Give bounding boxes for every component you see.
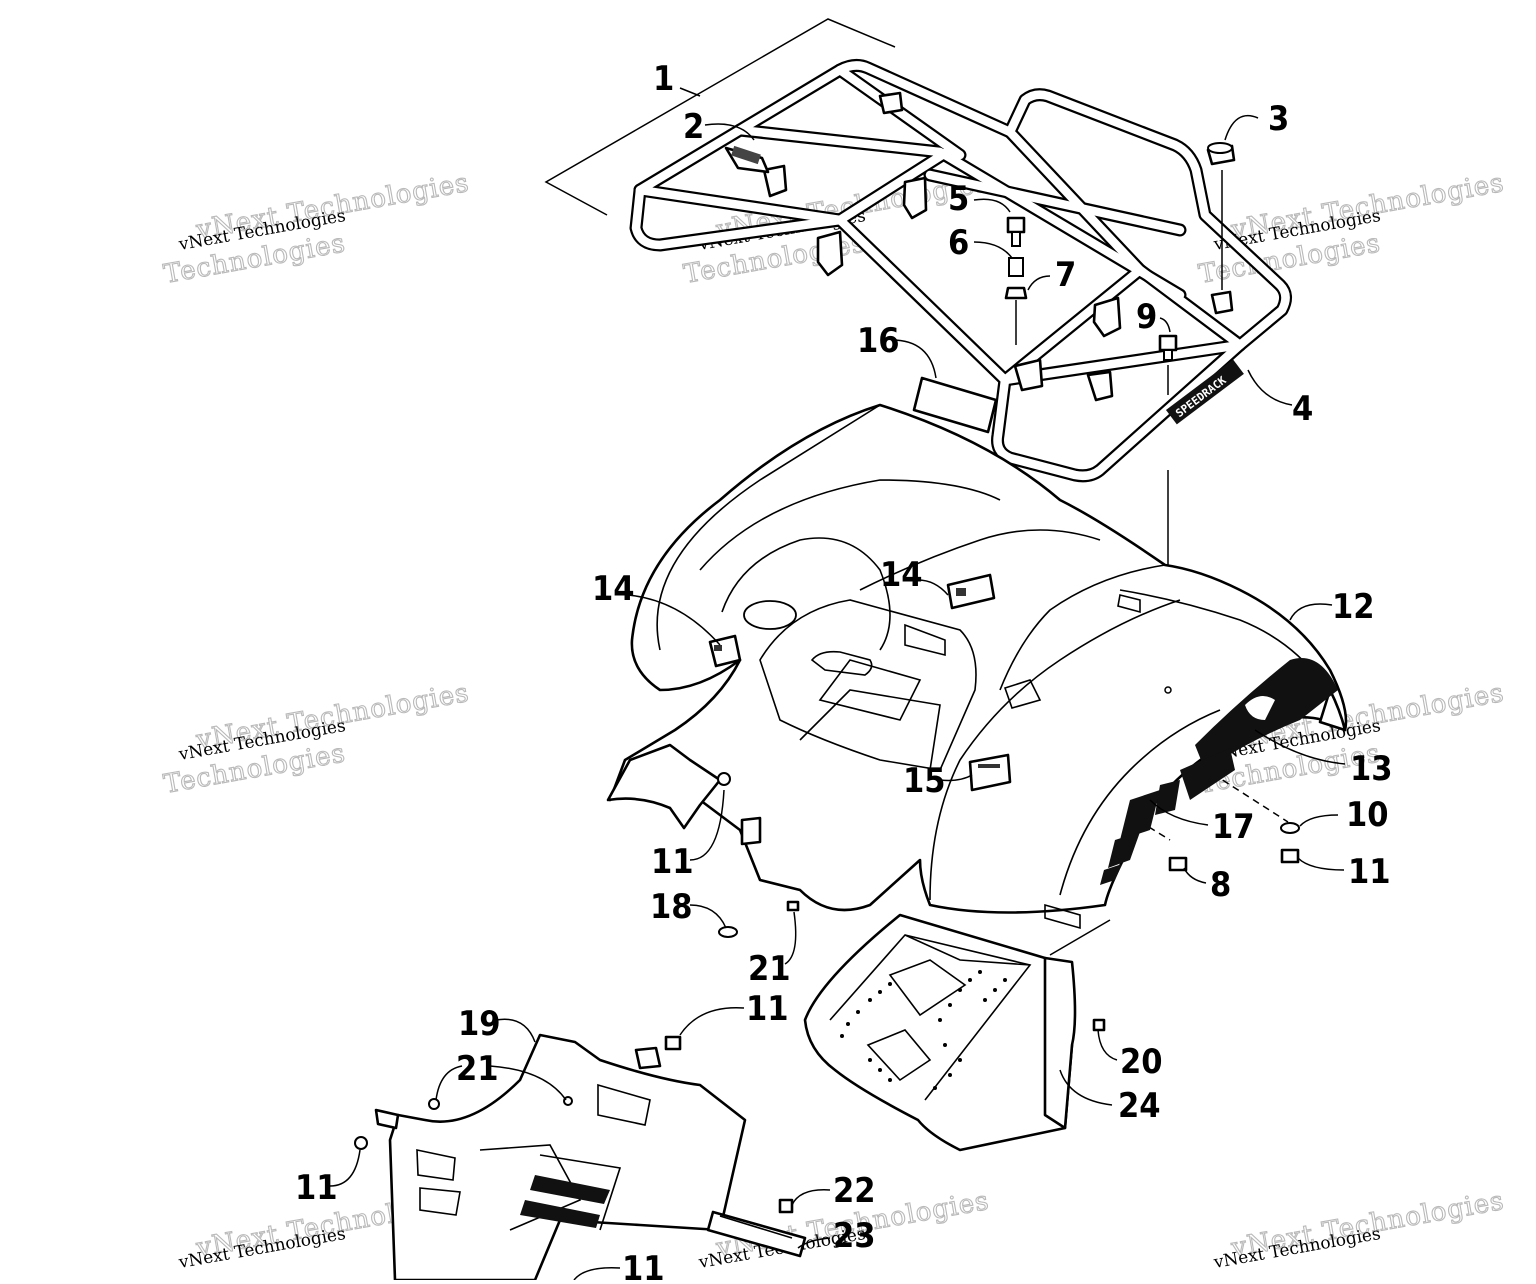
callout-16: 16 <box>857 321 900 361</box>
callout-22: 22 <box>833 1171 876 1211</box>
callout-15: 15 <box>903 761 946 801</box>
rear-rack: SPEEDRACK <box>629 58 1292 483</box>
callout-19: 19 <box>458 1004 501 1044</box>
fender-graphic-17 <box>1100 790 1160 885</box>
callout-11-bottom: 11 <box>622 1249 665 1280</box>
bolt-9 <box>1158 334 1178 361</box>
watermark: vNext Technologies vNext Technologies <box>1211 1185 1507 1273</box>
callout-1: 1 <box>653 59 674 99</box>
callout-12: 12 <box>1332 587 1375 627</box>
footwell-19 <box>354 1033 747 1282</box>
callout-24: 24 <box>1118 1086 1161 1126</box>
callout-labels: 1 2 3 4 5 6 7 8 9 10 11 12 13 14 14 15 1… <box>295 59 1393 1284</box>
assembly-bracket <box>544 18 896 216</box>
watermark: vNext Technologies vNext Technologies Te… <box>1196 167 1507 290</box>
hardware-stack <box>1004 216 1028 300</box>
callout-21-left: 21 <box>456 1049 499 1089</box>
callout-11-footwell: 11 <box>746 989 789 1029</box>
step-plate-23 <box>706 1198 807 1258</box>
callout-10: 10 <box>1346 795 1389 835</box>
rack-clip <box>724 145 770 174</box>
watermark: vNext Technologies vNext Technologies Te… <box>161 677 472 800</box>
callout-11-fender: 11 <box>651 842 694 882</box>
small-hardware <box>717 686 1300 938</box>
callout-6: 6 <box>948 223 969 263</box>
callout-3: 3 <box>1268 99 1289 139</box>
callout-14-center: 14 <box>880 555 923 595</box>
fender-graphic-13 <box>1155 658 1338 815</box>
callout-20: 20 <box>1120 1042 1163 1082</box>
callout-23: 23 <box>833 1216 876 1256</box>
rack-plug <box>1206 142 1236 166</box>
leader-lines <box>329 87 1346 1281</box>
watermark: vNext Technologies vNext Technologies Te… <box>161 167 472 290</box>
callout-14-left: 14 <box>592 569 635 609</box>
footwell-24 <box>803 913 1106 1152</box>
callout-11-lower-left: 11 <box>295 1168 338 1208</box>
callout-18: 18 <box>650 887 693 927</box>
decal-16 <box>912 376 998 434</box>
callout-17: 17 <box>1212 807 1255 847</box>
callout-2: 2 <box>683 107 704 147</box>
callout-9: 9 <box>1136 297 1157 337</box>
callout-11-right: 11 <box>1348 852 1391 892</box>
warning-decals <box>708 573 1012 792</box>
callout-4: 4 <box>1292 389 1313 429</box>
callout-13: 13 <box>1350 749 1393 789</box>
callout-8: 8 <box>1210 865 1231 905</box>
callout-7: 7 <box>1055 255 1076 295</box>
callout-5: 5 <box>948 179 969 219</box>
callout-21-center: 21 <box>748 949 791 989</box>
